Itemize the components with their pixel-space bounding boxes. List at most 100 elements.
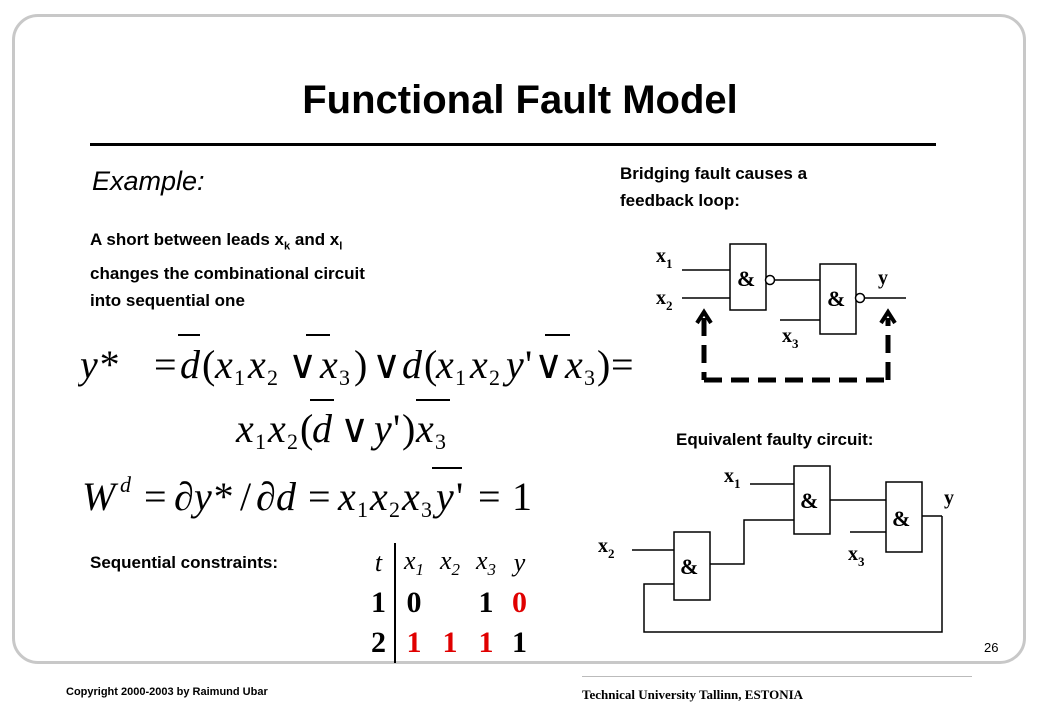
svg-text:': '	[525, 342, 532, 387]
cell-x1: 1	[394, 623, 432, 663]
bridging-line-1: Bridging fault causes a	[620, 164, 808, 183]
svg-text:x: x	[564, 342, 583, 387]
svg-text:x: x	[267, 406, 286, 451]
svg-text:=: =	[144, 474, 167, 519]
description-line-1: A short between leads xk and xl	[90, 230, 343, 253]
svg-text:1: 1	[255, 429, 266, 454]
svg-text:(: (	[202, 342, 215, 387]
and-gate-2	[885, 481, 923, 553]
svg-text:): )	[597, 342, 610, 387]
svg-text:3: 3	[435, 429, 446, 454]
cell-x3: 1	[478, 626, 494, 659]
svg-text:(: (	[424, 342, 437, 387]
label-y: y	[944, 487, 954, 509]
gate-label: &	[680, 554, 698, 579]
equivalent-faulty-circuit: x1 x2 x3 y & & &	[598, 465, 954, 633]
cell-y: 1	[512, 626, 527, 659]
svg-text:d: d	[180, 342, 201, 387]
institution-text: Technical University Tallinn, ESTONIA	[582, 687, 804, 702]
constraints-table: t x1 x2 x3 y 1 0 1 0 2 1 1 1 1	[363, 543, 535, 663]
svg-text:d: d	[276, 474, 297, 519]
svg-text:∂: ∂	[174, 474, 194, 519]
table-row: 2 1 1 1 1	[363, 623, 535, 663]
svg-text:W: W	[82, 474, 119, 519]
svg-text:y: y	[502, 342, 524, 387]
gate-label: &	[737, 266, 755, 291]
cell-t: 2	[371, 626, 386, 659]
description-line-3: into sequential one	[90, 291, 245, 311]
svg-text:): )	[402, 406, 415, 451]
svg-text:/: /	[240, 474, 252, 519]
svg-text:1: 1	[512, 474, 532, 519]
label-x1: x1	[724, 465, 741, 491]
table-header-row: t x1 x2 x3 y	[363, 543, 535, 583]
slide-frame	[12, 14, 1026, 664]
equivalent-circuit-caption: Equivalent faulty circuit:	[676, 430, 874, 449]
svg-text:': '	[456, 474, 463, 519]
gate-label: &	[800, 488, 818, 513]
svg-text:x: x	[435, 342, 454, 387]
svg-text:x: x	[337, 474, 356, 519]
svg-text:2: 2	[389, 497, 400, 522]
svg-text:=: =	[611, 342, 634, 387]
page-number: 26	[984, 640, 999, 655]
svg-text:∨: ∨	[372, 342, 401, 387]
svg-text:x: x	[214, 342, 233, 387]
arrow-up-icon	[695, 308, 713, 325]
svg-text:): )	[354, 342, 367, 387]
svg-text:x: x	[469, 342, 488, 387]
svg-text:(: (	[300, 406, 313, 451]
title-underline	[90, 143, 936, 146]
svg-text:y*: y*	[190, 474, 232, 519]
header-y: y	[513, 548, 526, 577]
inverter-bubble-1	[764, 274, 776, 286]
svg-text:3: 3	[339, 365, 350, 390]
gate-label: &	[827, 286, 845, 311]
label-y: y	[878, 267, 888, 289]
slide-title: Functional Fault Model	[302, 78, 738, 122]
svg-text:∨: ∨	[340, 406, 369, 451]
label-x3: x3	[782, 325, 799, 351]
cell-t: 1	[371, 586, 386, 619]
svg-text:1: 1	[455, 365, 466, 390]
bridging-fault-circuit: x1 x2 x3 y & &	[656, 243, 906, 383]
cell-x3: 1	[478, 586, 494, 619]
gate-label: &	[892, 506, 910, 531]
svg-text:3: 3	[421, 497, 432, 522]
feedback-loop	[701, 318, 891, 383]
cell-x1: 0	[394, 583, 432, 623]
svg-text:x: x	[247, 342, 266, 387]
svg-text:d: d	[120, 472, 132, 497]
bridging-line-2: feedback loop:	[620, 191, 740, 210]
svg-text:1: 1	[234, 365, 245, 390]
svg-text:x: x	[401, 474, 420, 519]
svg-text:∨: ∨	[288, 342, 317, 387]
svg-text:∨: ∨	[534, 342, 563, 387]
svg-text:=: =	[308, 474, 331, 519]
svg-text:x: x	[319, 342, 338, 387]
bridging-fault-caption: Bridging fault causes a feedback loop:	[620, 160, 807, 214]
example-label: Example:	[92, 166, 205, 196]
inverter-bubble-2	[854, 292, 866, 304]
svg-text:3: 3	[584, 365, 595, 390]
header-x1: x1	[394, 543, 432, 583]
header-t: t	[374, 548, 383, 577]
and-gate-3	[673, 531, 711, 601]
header-x2: x2	[440, 545, 460, 580]
svg-text:': '	[393, 406, 400, 451]
description-line-2: changes the combinational circuit	[90, 264, 365, 284]
svg-text:d: d	[312, 406, 333, 451]
svg-text:x: x	[369, 474, 388, 519]
svg-text:2: 2	[287, 429, 298, 454]
svg-text:=: =	[154, 342, 177, 387]
footer-divider	[582, 676, 972, 677]
cell-x2	[432, 583, 468, 623]
table-row: 1 0 1 0	[363, 583, 535, 623]
label-x2: x2	[656, 287, 673, 313]
svg-text:2: 2	[489, 365, 500, 390]
copyright-text: Copyright 2000-2003 by Raimund Ubar	[66, 686, 268, 698]
label-x2: x2	[598, 535, 615, 561]
svg-text:1: 1	[357, 497, 368, 522]
svg-text:d: d	[402, 342, 423, 387]
